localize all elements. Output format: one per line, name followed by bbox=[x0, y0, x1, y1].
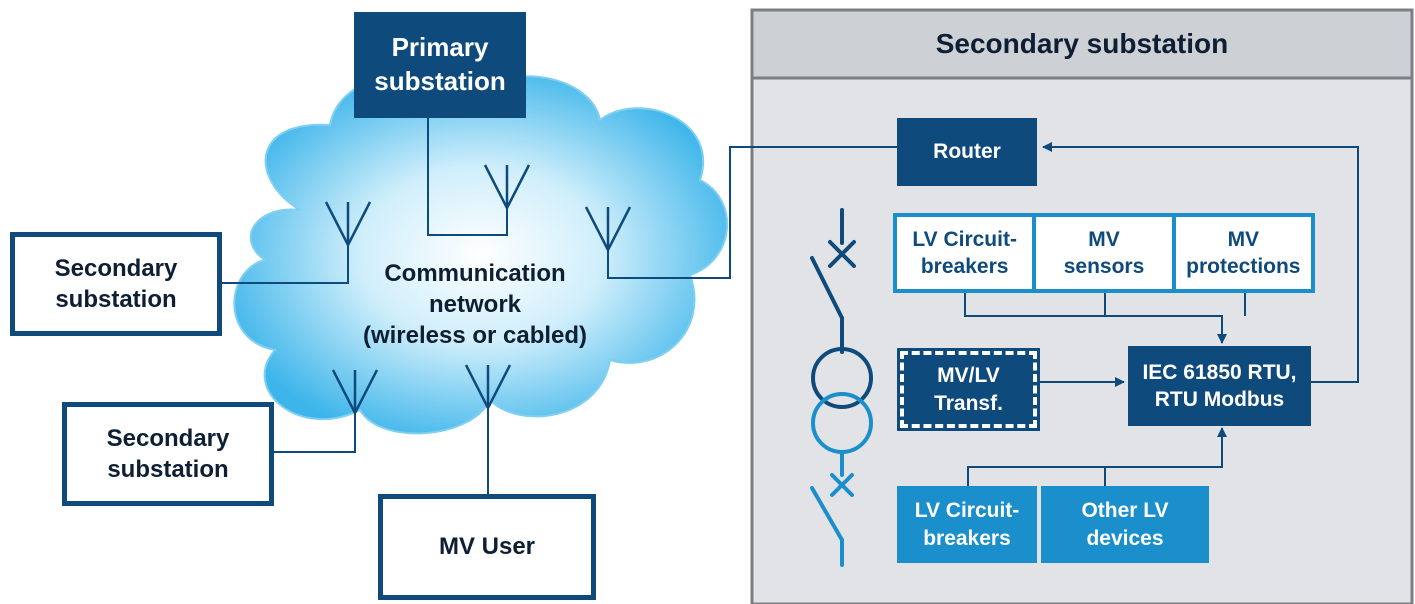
rtu-box: IEC 61850 RTU, RTU Modbus bbox=[1128, 346, 1311, 426]
electrical-symbol bbox=[810, 208, 873, 567]
monitoring-devices-group: LV Circuit- breakers MV sensors MV prote… bbox=[893, 213, 1315, 293]
lv-circuit-breakers-top-box: LV Circuit- breakers bbox=[897, 217, 1033, 289]
panel-links bbox=[964, 142, 1359, 486]
mv-sensors-box: MV sensors bbox=[1036, 217, 1172, 289]
panel-header bbox=[750, 8, 1414, 80]
other-lv-devices-box: Other LV devices bbox=[1041, 486, 1209, 563]
secondary-substation-box-1: Secondary substation bbox=[10, 232, 222, 336]
mv-switch-icon bbox=[810, 208, 856, 354]
lv-switch-icon bbox=[810, 450, 854, 567]
lv-circuit-breakers-bottom-box: LV Circuit- breakers bbox=[897, 486, 1037, 563]
mv-protections-box: MV protections bbox=[1175, 217, 1311, 289]
panel-title: Secondary substation bbox=[935, 27, 1229, 59]
primary-substation-box: Primary substation bbox=[354, 12, 526, 118]
communication-network-label: Communication network (wireless or cable… bbox=[362, 260, 588, 350]
transformer-primary-icon bbox=[811, 347, 873, 409]
secondary-substation-box-2: Secondary substation bbox=[62, 402, 274, 506]
communication-cloud bbox=[233, 75, 729, 435]
mv-lv-transformer-box: MV/LV Transf. bbox=[897, 348, 1040, 431]
router-box: Router bbox=[897, 118, 1037, 186]
network-links bbox=[222, 118, 897, 494]
mv-user-box: MV User bbox=[378, 494, 596, 600]
